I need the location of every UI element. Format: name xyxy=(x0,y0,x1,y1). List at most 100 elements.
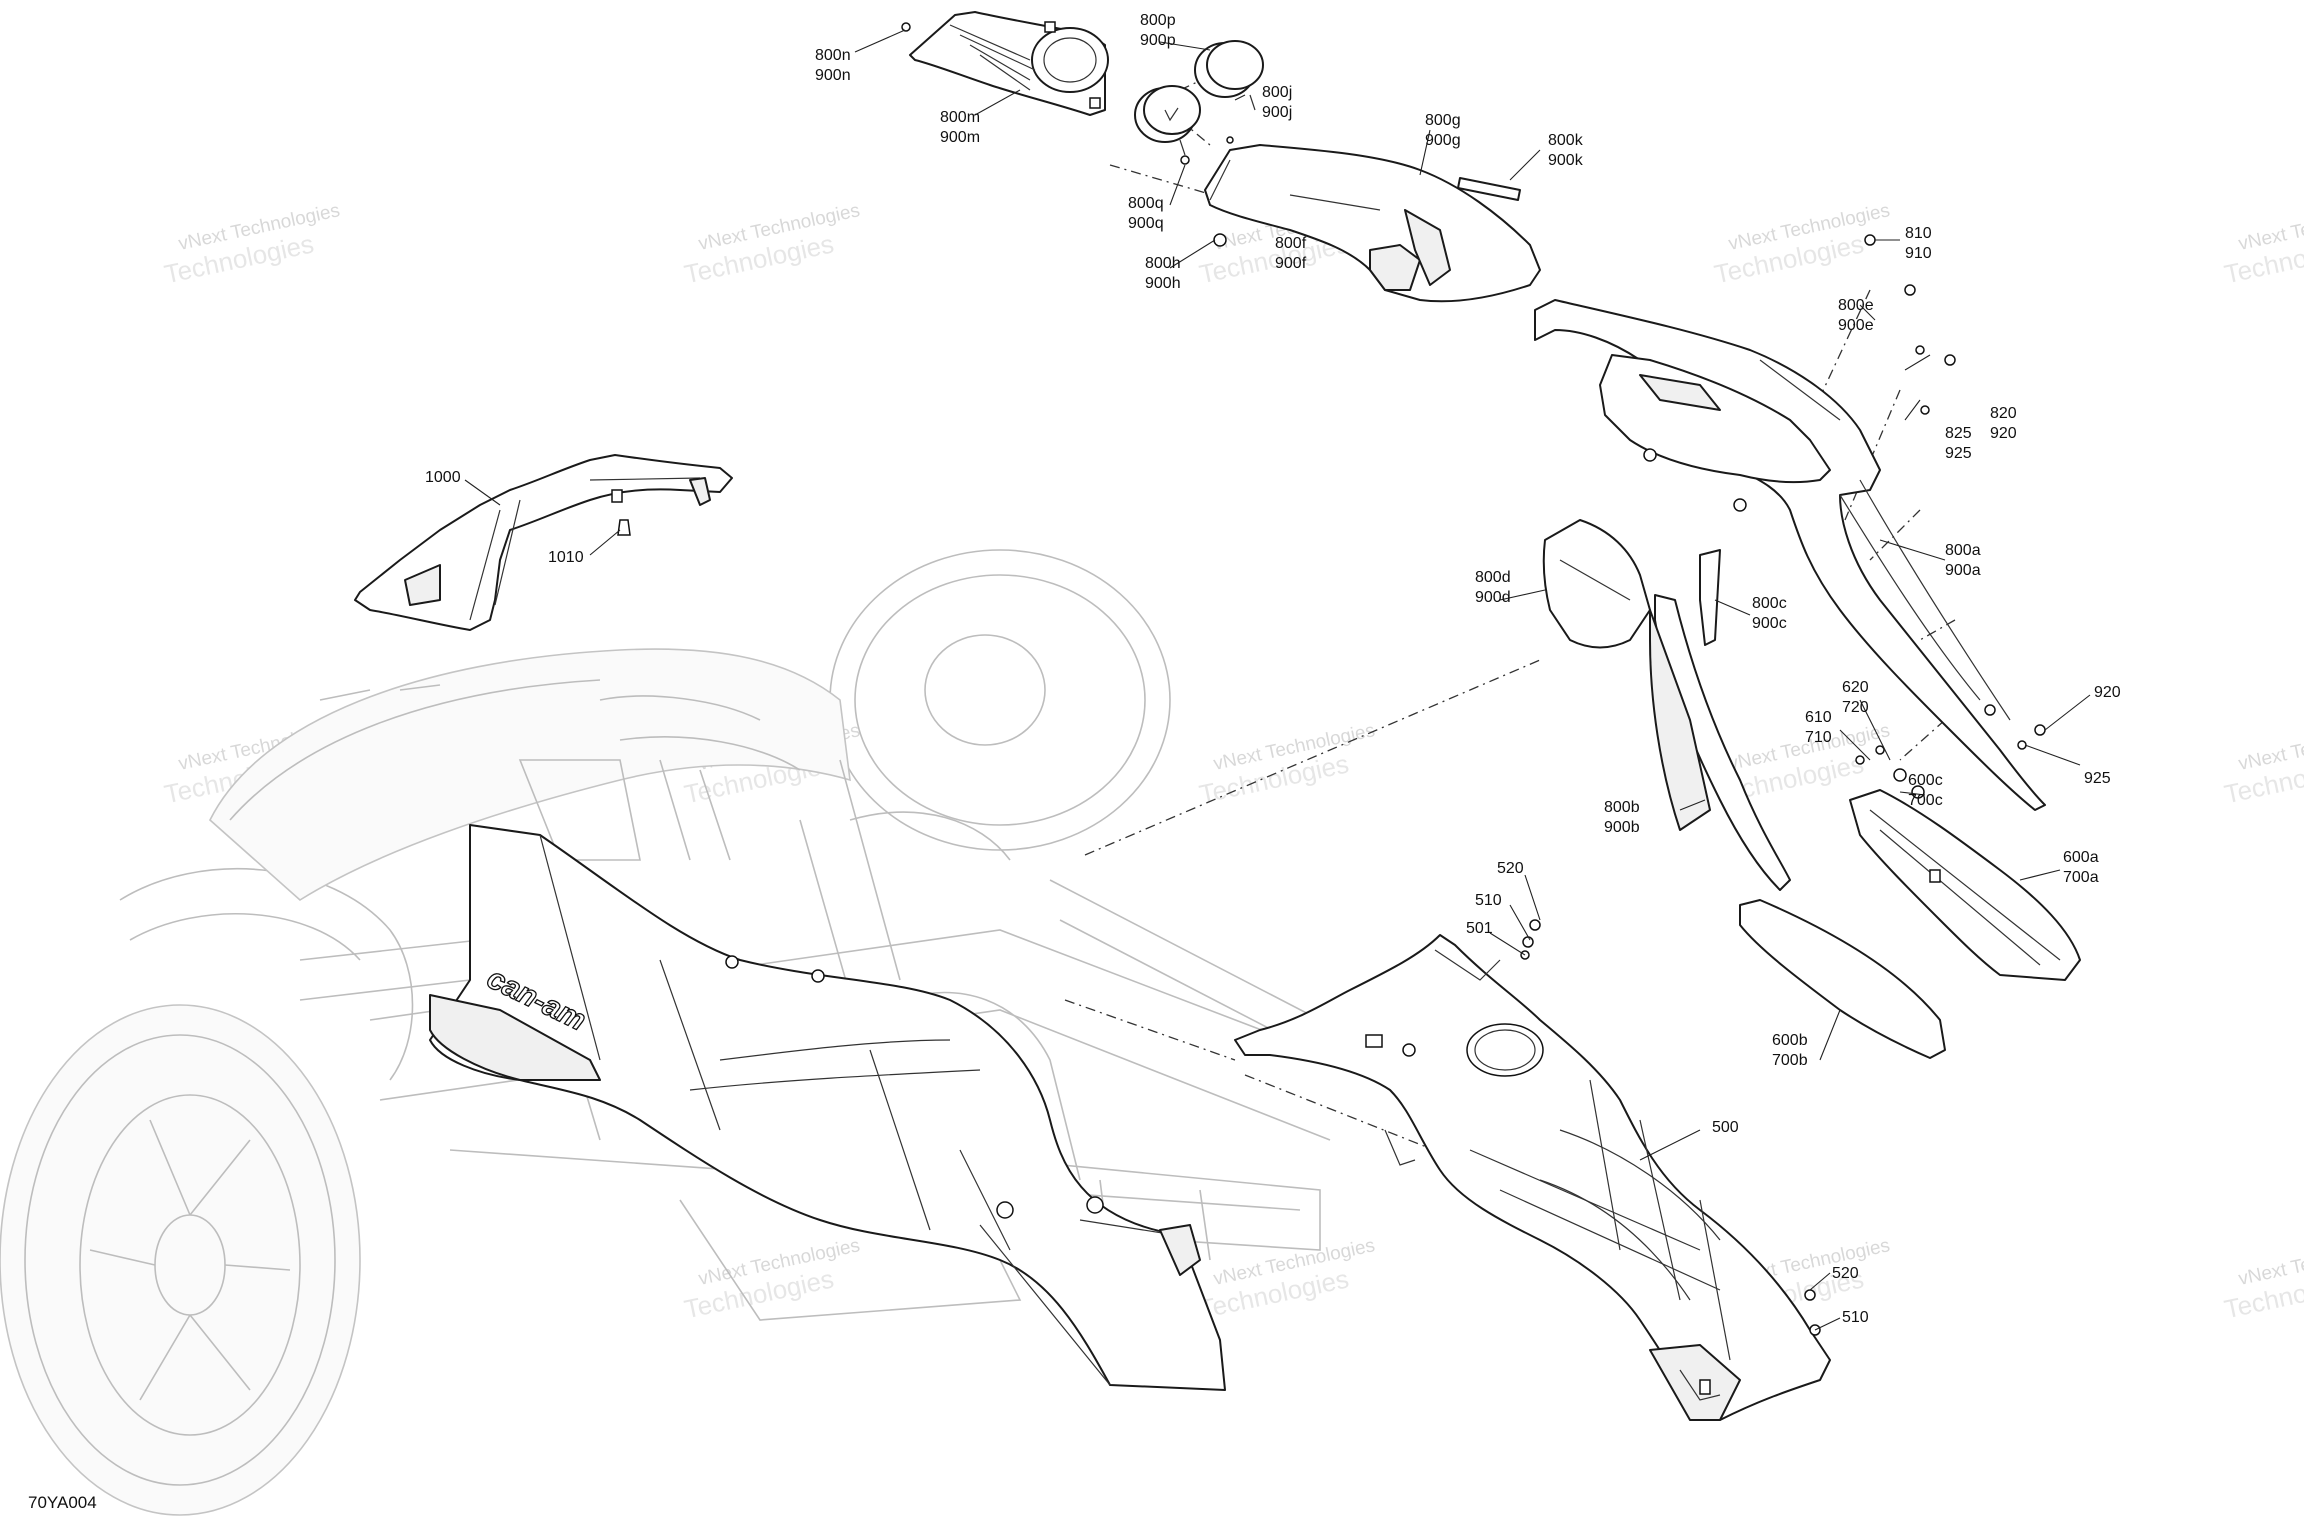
callout-1000: 1000 xyxy=(425,469,461,486)
svg-text:520: 520 xyxy=(1497,860,1524,877)
svg-text:820: 820 xyxy=(1990,405,2017,422)
svg-text:710: 710 xyxy=(1805,729,1832,746)
svg-text:800a: 800a xyxy=(1945,542,1981,559)
watermark: vNext Technologies Technologies xyxy=(162,200,342,289)
callout-510-lower: 510 xyxy=(1842,1309,1869,1326)
callout-800c: 800c 900c xyxy=(1752,595,1787,632)
gauge-housing-assembly xyxy=(901,11,1541,303)
callout-800k: 800k 900k xyxy=(1548,132,1584,169)
callout-600a: 600a 700a xyxy=(2063,849,2099,886)
callout-800j: 800j 900j xyxy=(1262,84,1292,121)
svg-text:800f: 800f xyxy=(1275,235,1307,252)
watermark: vNext Technologies Technologies xyxy=(682,200,862,289)
svg-text:900g: 900g xyxy=(1425,132,1461,149)
leader-lines xyxy=(464,29,2091,1331)
svg-text:510: 510 xyxy=(1475,892,1502,909)
svg-text:700c: 700c xyxy=(1908,792,1943,809)
svg-text:800d: 800d xyxy=(1475,569,1511,586)
svg-text:925: 925 xyxy=(2084,770,2111,787)
svg-text:800m: 800m xyxy=(940,109,980,126)
callout-501: 501 xyxy=(1466,920,1493,937)
svg-text:800n: 800n xyxy=(815,47,851,64)
svg-text:900q: 900q xyxy=(1128,215,1164,232)
watermark: vNext Technologies Technologies xyxy=(2222,1235,2304,1324)
svg-text:800e: 800e xyxy=(1838,297,1874,314)
svg-text:1000: 1000 xyxy=(425,469,461,486)
svg-text:920: 920 xyxy=(2094,684,2121,701)
callout-800m: 800m 900m xyxy=(940,109,980,146)
svg-text:900c: 900c xyxy=(1752,615,1787,632)
watermark: vNext Technologies Technologies xyxy=(2222,200,2304,289)
callout-600b: 600b 700b xyxy=(1772,1032,1808,1069)
svg-text:900n: 900n xyxy=(815,67,851,84)
svg-text:910: 910 xyxy=(1905,245,1932,262)
left-side-panel: can-am xyxy=(429,824,1226,1391)
callout-510: 510 xyxy=(1475,892,1502,909)
callout-800b: 800b 900b xyxy=(1604,799,1640,836)
svg-text:600b: 600b xyxy=(1772,1032,1808,1049)
svg-text:500: 500 xyxy=(1712,1119,1739,1136)
svg-text:900a: 900a xyxy=(1945,562,1981,579)
svg-text:900j: 900j xyxy=(1262,104,1292,121)
callout-925: 925 xyxy=(2084,770,2111,787)
callout-800n: 800n 900n xyxy=(815,47,851,84)
svg-text:900p: 900p xyxy=(1140,32,1176,49)
svg-text:700b: 700b xyxy=(1772,1052,1808,1069)
svg-text:800h: 800h xyxy=(1145,255,1181,272)
callout-520: 520 xyxy=(1497,860,1524,877)
svg-text:900m: 900m xyxy=(940,129,980,146)
watermark: vNext Technologies Technologies xyxy=(2222,720,2304,809)
callout-labels: 800n 900n 800m 900m 800p 900p 800j 900j 800q… xyxy=(425,12,2121,1326)
callout-800e: 800e 900e xyxy=(1838,297,1874,334)
svg-text:800p: 800p xyxy=(1140,12,1176,29)
svg-text:800g: 800g xyxy=(1425,112,1461,129)
svg-text:700a: 700a xyxy=(2063,869,2099,886)
callout-800f: 800f 900f xyxy=(1275,235,1307,272)
svg-text:900b: 900b xyxy=(1604,819,1640,836)
svg-text:620: 620 xyxy=(1842,679,1869,696)
svg-text:900k: 900k xyxy=(1548,152,1584,169)
vehicle-ghost xyxy=(0,549,1341,1516)
svg-text:800b: 800b xyxy=(1604,799,1640,816)
watermark: vNext Technologies Technologies xyxy=(682,1235,862,1324)
part-1000-bracket xyxy=(354,454,733,631)
callout-800q: 800q 900q xyxy=(1128,195,1164,232)
callout-800g: 800g 900g xyxy=(1425,112,1461,149)
right-side-assembly xyxy=(1520,234,2081,1336)
callout-800h: 800h 900h xyxy=(1145,255,1181,292)
svg-text:900d: 900d xyxy=(1475,589,1511,606)
svg-text:900e: 900e xyxy=(1838,317,1874,334)
svg-text:600a: 600a xyxy=(2063,849,2099,866)
svg-text:920: 920 xyxy=(1990,425,2017,442)
svg-text:825: 825 xyxy=(1945,425,1972,442)
svg-text:810: 810 xyxy=(1905,225,1932,242)
callout-800d: 800d 900d xyxy=(1475,569,1511,606)
svg-text:900h: 900h xyxy=(1145,275,1181,292)
callout-920: 920 xyxy=(2094,684,2121,701)
svg-text:510: 510 xyxy=(1842,1309,1869,1326)
rear-tunnel-panel xyxy=(1234,934,1831,1421)
watermark: vNext Technologies Technologies xyxy=(1197,720,1377,809)
svg-text:800j: 800j xyxy=(1262,84,1292,101)
svg-text:720: 720 xyxy=(1842,699,1869,716)
svg-text:925: 925 xyxy=(1945,445,1972,462)
svg-text:520: 520 xyxy=(1832,1265,1859,1282)
svg-text:800k: 800k xyxy=(1548,132,1584,149)
callout-1010: 1010 xyxy=(548,549,584,566)
svg-text:600c: 600c xyxy=(1908,772,1943,789)
svg-text:1010: 1010 xyxy=(548,549,584,566)
callout-800a: 800a 900a xyxy=(1945,542,1981,579)
diagram-code: 70YA004 xyxy=(28,1493,97,1512)
svg-text:900f: 900f xyxy=(1275,255,1307,272)
callout-600c: 600c 700c xyxy=(1908,772,1943,809)
svg-text:800c: 800c xyxy=(1752,595,1787,612)
svg-text:800q: 800q xyxy=(1128,195,1164,212)
svg-text:610: 610 xyxy=(1805,709,1832,726)
callout-800p: 800p 900p xyxy=(1140,12,1176,49)
